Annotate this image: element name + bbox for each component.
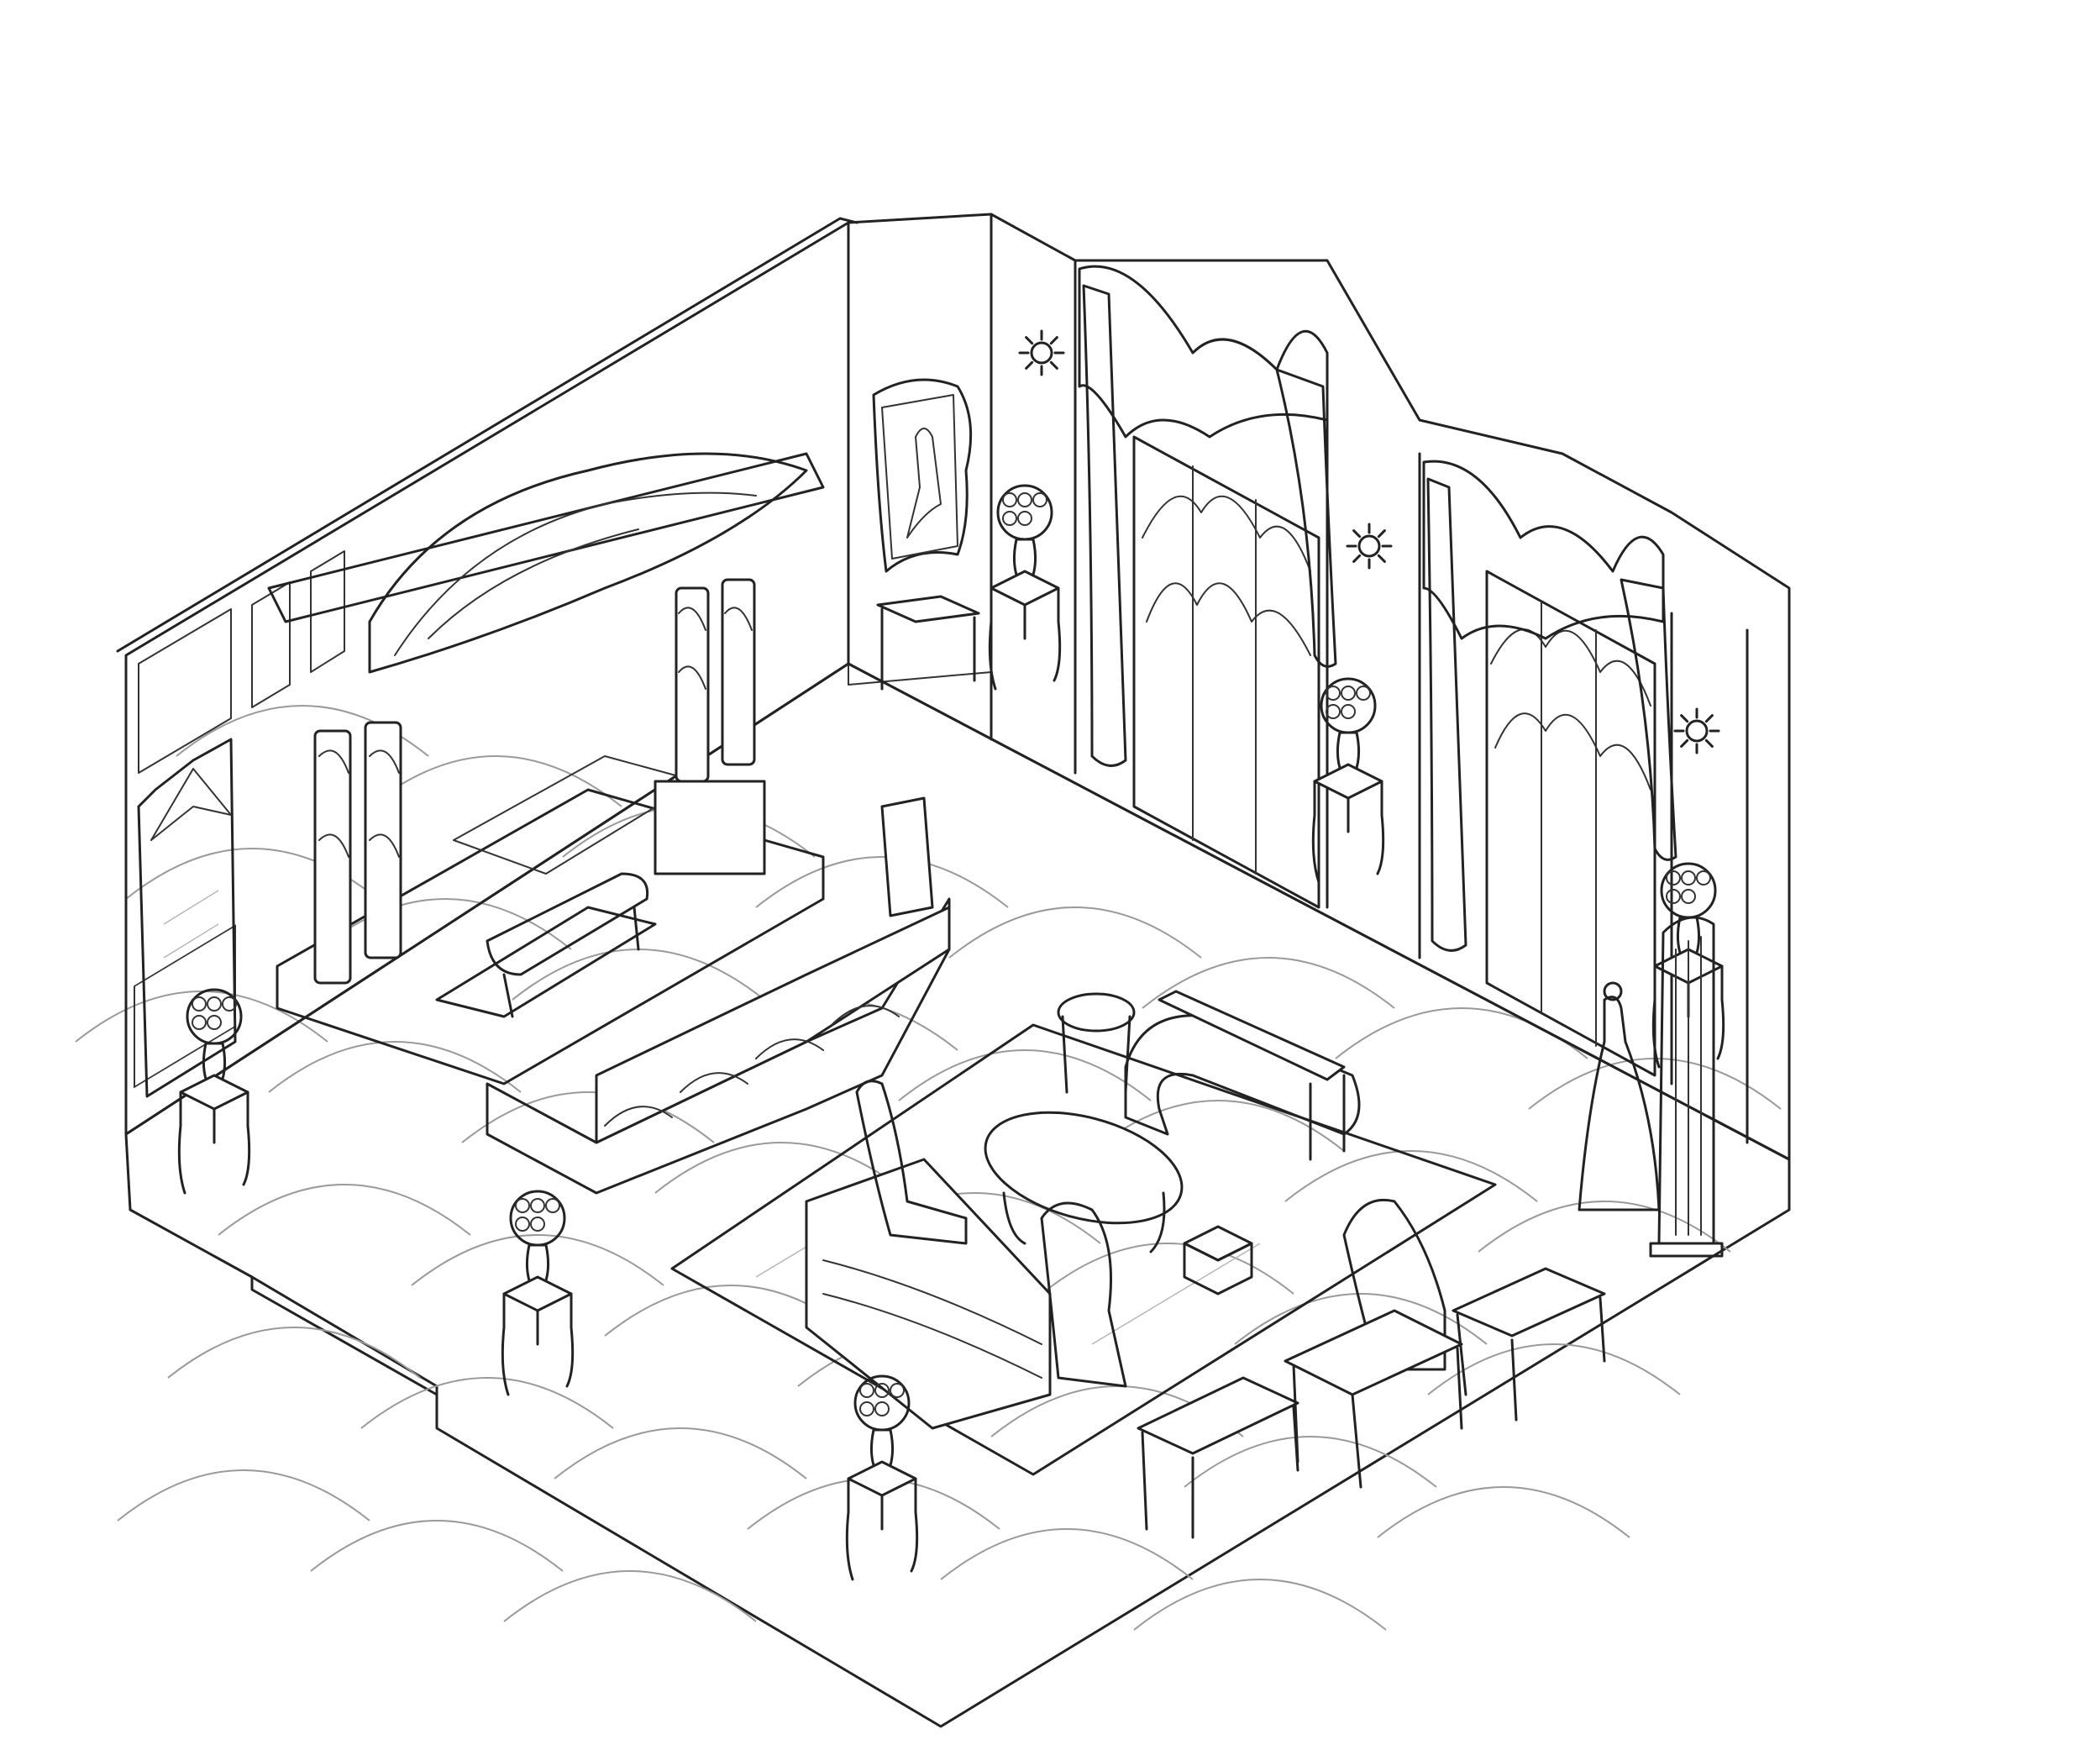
- floor-scale-arc: [310, 1520, 564, 1572]
- ottoman: [1183, 1225, 1253, 1295]
- flower-vase: [988, 484, 1062, 691]
- sun-ray: [1377, 554, 1386, 563]
- sun-emblem: [1673, 707, 1720, 754]
- dress-form: [1578, 981, 1661, 1211]
- curtains: [1078, 265, 1677, 952]
- floor-scale-arc: [1478, 1201, 1731, 1253]
- sun-ray: [1049, 360, 1058, 370]
- canopy-bed: [267, 452, 825, 1085]
- floor-scale-arc: [898, 1049, 1152, 1101]
- floor-scale-arc: [940, 1528, 1194, 1580]
- sun-emblem: [1018, 329, 1065, 376]
- bench: [486, 872, 649, 1018]
- sun-ray: [1025, 360, 1034, 370]
- sun-emblem: [1346, 523, 1393, 570]
- floor-scale-arc: [268, 1041, 522, 1093]
- sun-disc: [1030, 341, 1053, 365]
- sun-ray: [1049, 336, 1058, 345]
- floor-scale-arc: [554, 1427, 807, 1479]
- floor-scale-arc: [369, 755, 622, 807]
- floor-scale-arc: [1427, 1343, 1681, 1395]
- floor-scale-arc: [218, 1184, 471, 1236]
- oval-table: [984, 1111, 1184, 1253]
- gothic-windows: [1132, 435, 1656, 1077]
- floor-scale-arc: [948, 907, 1202, 959]
- sun-ray: [1704, 738, 1714, 748]
- flower-vase: [845, 1374, 919, 1581]
- floor-scale-arc: [1284, 1150, 1538, 1202]
- balustrade: [486, 796, 951, 1195]
- floor-scale-arc: [1184, 1436, 1437, 1488]
- floor-scale-arc: [1234, 1293, 1488, 1345]
- floor-scale-arc: [411, 1234, 664, 1286]
- rug: [670, 1023, 1497, 1476]
- armchairs: [855, 1080, 1446, 1388]
- flower-vases: [177, 484, 1725, 1581]
- sun-ray: [1704, 714, 1714, 723]
- sun-disc: [1357, 534, 1381, 558]
- floor-scale-arc: [318, 898, 572, 950]
- sun-disc: [1685, 719, 1709, 743]
- harp: [1649, 916, 1724, 1258]
- floor-scale-arc: [503, 1570, 757, 1622]
- flower-vase: [1311, 677, 1385, 884]
- sun-ray: [1025, 336, 1034, 345]
- floor-scale-arc: [167, 1327, 421, 1379]
- floor-scale-arc: [117, 1469, 370, 1521]
- floor-scale-arc: [1041, 1243, 1294, 1295]
- chaise-lounge: [1124, 990, 1361, 1161]
- flower-vase: [501, 1190, 575, 1396]
- floor-scale-arc: [755, 856, 1009, 908]
- floor-scale-arc: [360, 1377, 614, 1429]
- bed-columns: [313, 578, 766, 985]
- floor-scale-arc: [1133, 1579, 1387, 1631]
- flower-vase: [1651, 862, 1725, 1069]
- portrait-frame: [872, 378, 973, 573]
- flower-vase: [177, 988, 251, 1195]
- sun-ray: [1680, 714, 1689, 723]
- sun-ray: [1377, 529, 1386, 539]
- sun-ray: [1352, 554, 1362, 563]
- sun-ray: [1680, 738, 1689, 748]
- sofa: [805, 1158, 1052, 1430]
- floor-scale-arc: [461, 1091, 715, 1143]
- floor-scale-arc: [1377, 1486, 1630, 1538]
- floor-scale-arc: [1142, 957, 1395, 1009]
- back-wall: [847, 213, 1791, 1161]
- wall-console: [876, 595, 980, 691]
- side-tables: [1057, 992, 1606, 1539]
- sun-ray: [1352, 529, 1362, 539]
